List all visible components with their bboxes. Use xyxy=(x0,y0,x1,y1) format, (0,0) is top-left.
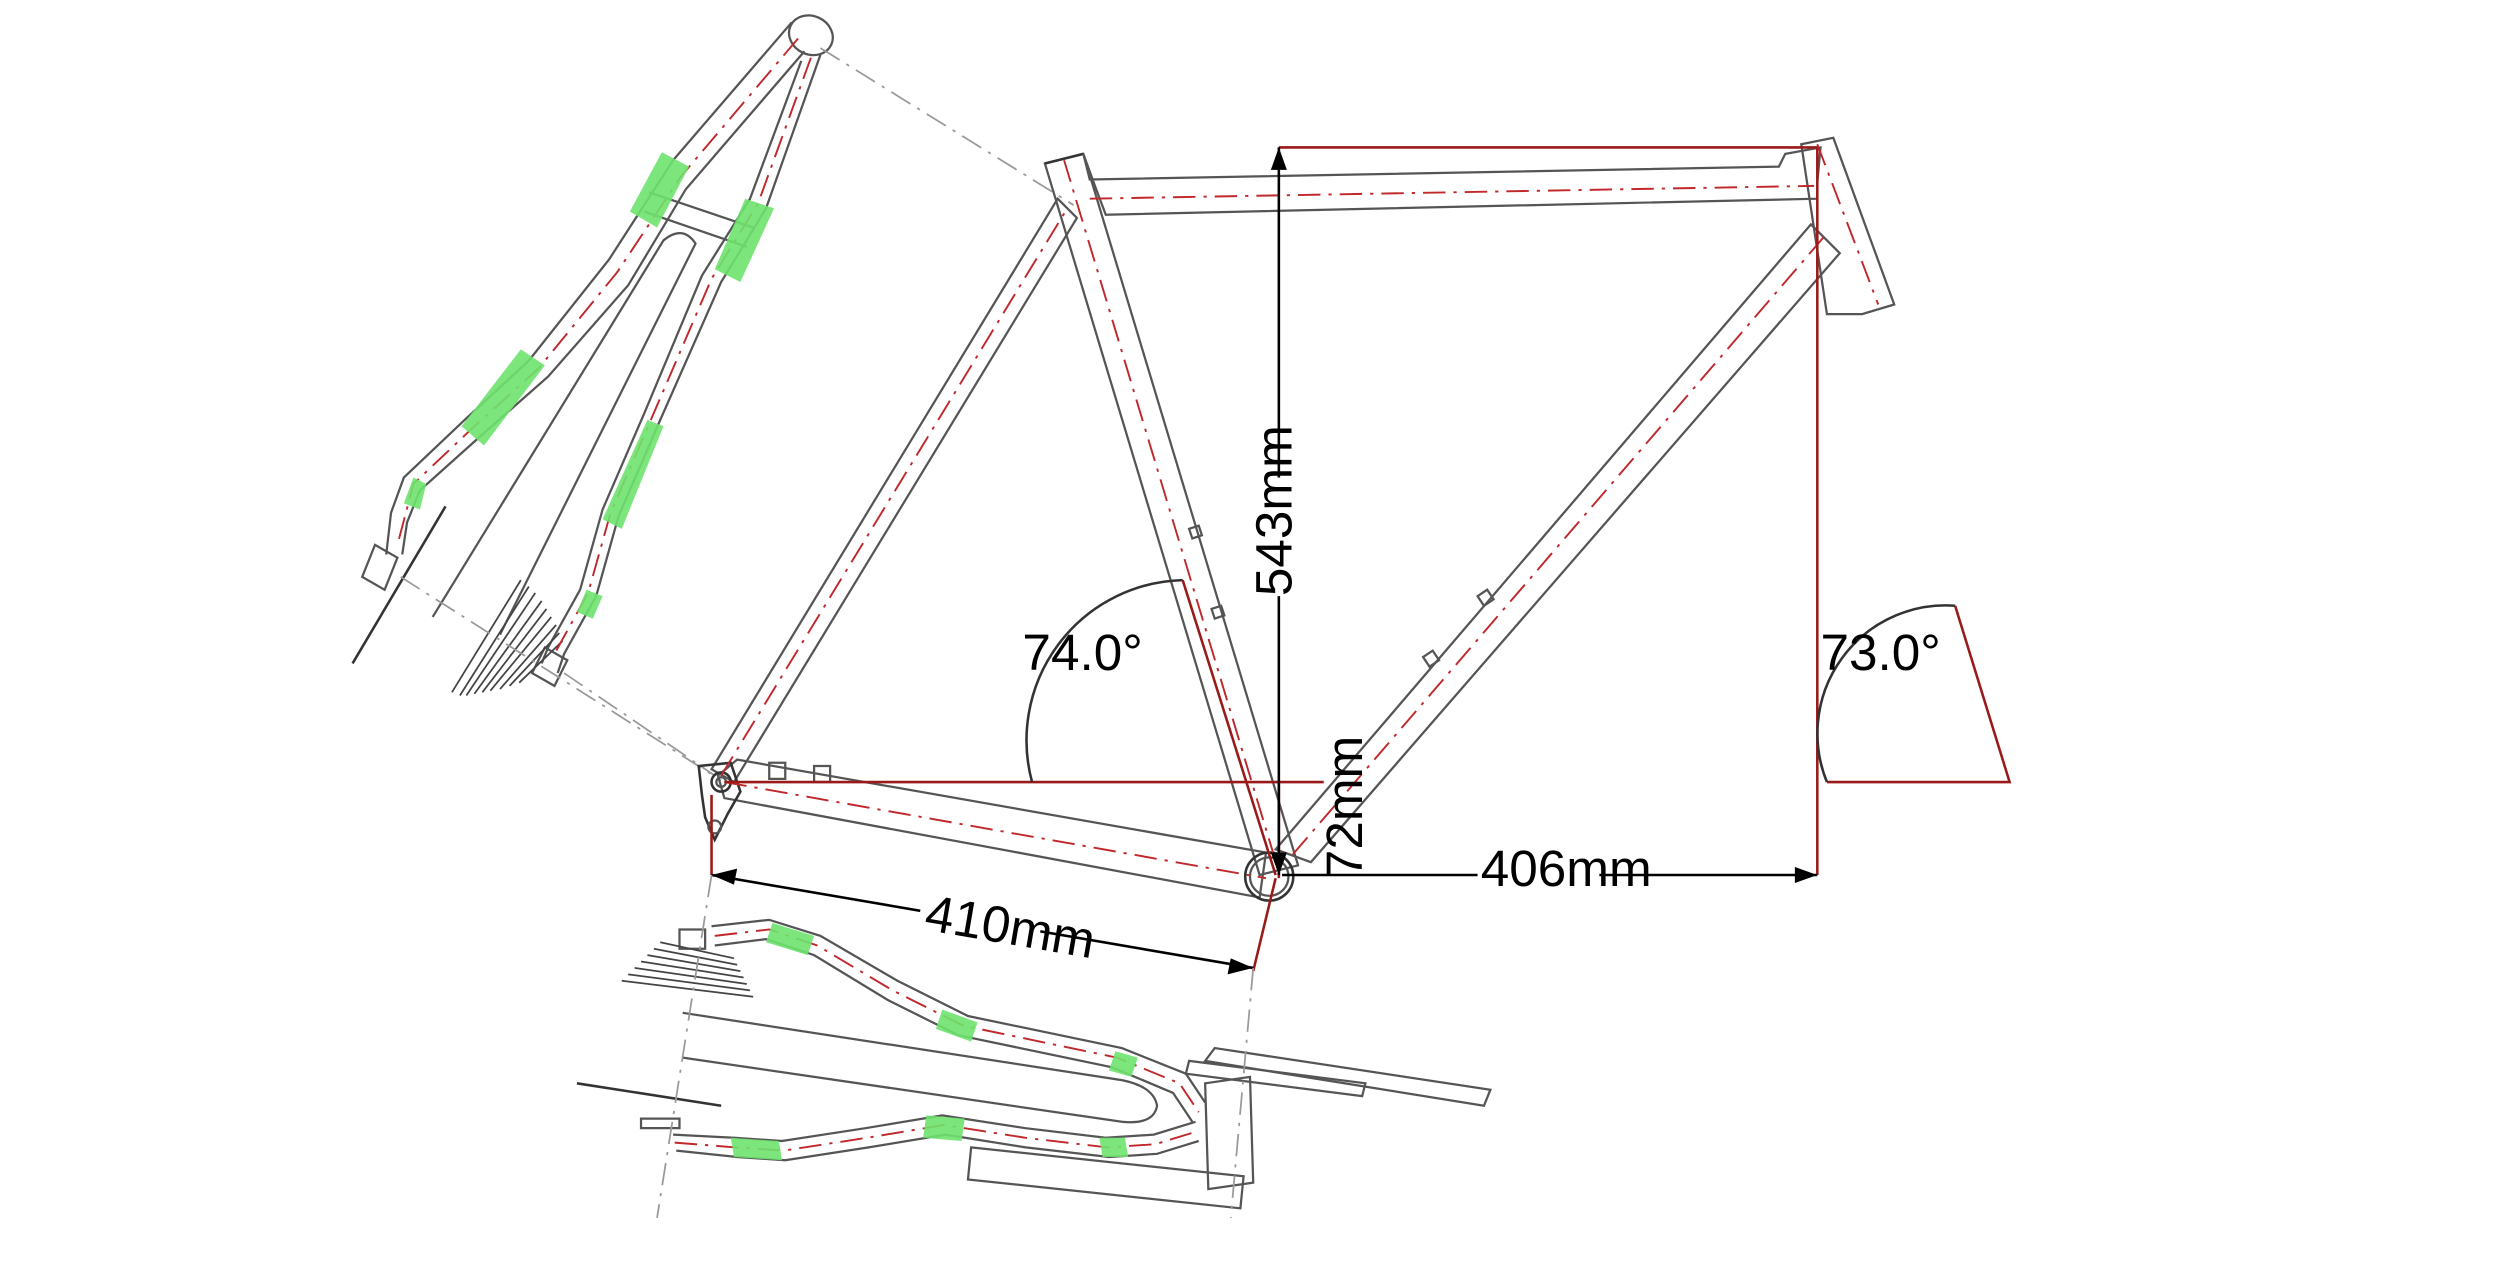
bottle-mount xyxy=(1476,588,1496,608)
cable-guide xyxy=(1187,524,1204,540)
weld-zone xyxy=(403,477,427,510)
weld-zone xyxy=(461,349,545,446)
head-tube xyxy=(1800,136,1896,316)
bb-shell-plan xyxy=(1203,1075,1255,1191)
weld-zone xyxy=(1099,1137,1129,1158)
head-angle-label: 73.0° xyxy=(1821,624,1941,681)
seatstay-left xyxy=(385,21,806,555)
reach-dimension-label: 406mm xyxy=(1481,840,1652,897)
weld-zone xyxy=(714,198,775,283)
seatstay-detail-view xyxy=(351,14,834,696)
down-tube xyxy=(1273,222,1842,864)
chainstay-inner-loop xyxy=(682,1011,1159,1124)
chainring-outline xyxy=(1184,1059,1367,1098)
chainring-outline xyxy=(966,1146,1245,1210)
rear-cassette-top xyxy=(451,579,564,696)
seat-angle-label: 74.0° xyxy=(1022,624,1142,681)
weld-zone xyxy=(602,419,664,529)
seat-post-stub xyxy=(1044,152,1084,165)
weld-zone xyxy=(935,1009,978,1042)
derailleur-hanger-hole xyxy=(707,819,723,835)
chainring-outline xyxy=(1203,1046,1492,1107)
geometry-reference xyxy=(710,146,2012,972)
head-angle-triangle xyxy=(1826,605,2012,784)
weld-zone xyxy=(629,152,690,228)
seatstay-dropout-left xyxy=(360,543,399,592)
arrow-head xyxy=(711,868,738,885)
cable-guide xyxy=(1210,604,1226,620)
bottle-mount xyxy=(1421,649,1441,669)
stack-dimension-label: 543mm xyxy=(1246,425,1303,596)
chainstay-side xyxy=(716,758,1268,899)
dimensions: 543mm 406mm 72mm 410mm 74.0° 73.0° xyxy=(711,147,1941,975)
axle-line xyxy=(351,505,447,665)
seatstay-side xyxy=(709,196,1079,784)
bb-drop-dimension-label: 72mm xyxy=(1316,736,1373,878)
arrow-head xyxy=(1270,147,1287,170)
bottom-bracket-shell xyxy=(1243,851,1295,902)
weld-zone xyxy=(730,1137,783,1161)
top-tube xyxy=(1082,146,1822,216)
weld-zone xyxy=(1108,1051,1138,1077)
weld-zone xyxy=(766,923,815,956)
rear-cassette-bottom xyxy=(621,941,754,998)
arrow-head xyxy=(1227,958,1254,975)
chainstay-detail-view xyxy=(576,874,1492,1219)
weld-zone xyxy=(923,1115,965,1142)
seatstay-dropout-right xyxy=(530,645,569,688)
arrow-head xyxy=(1270,852,1287,875)
weld-zone xyxy=(576,589,603,619)
main-frame xyxy=(697,136,1896,902)
chainstay-dimension-label: 410mm xyxy=(921,884,1099,969)
chainstay-bridge-mount xyxy=(768,761,787,780)
arrow-head xyxy=(1794,866,1818,883)
seatstay-inner-loop xyxy=(431,232,697,636)
